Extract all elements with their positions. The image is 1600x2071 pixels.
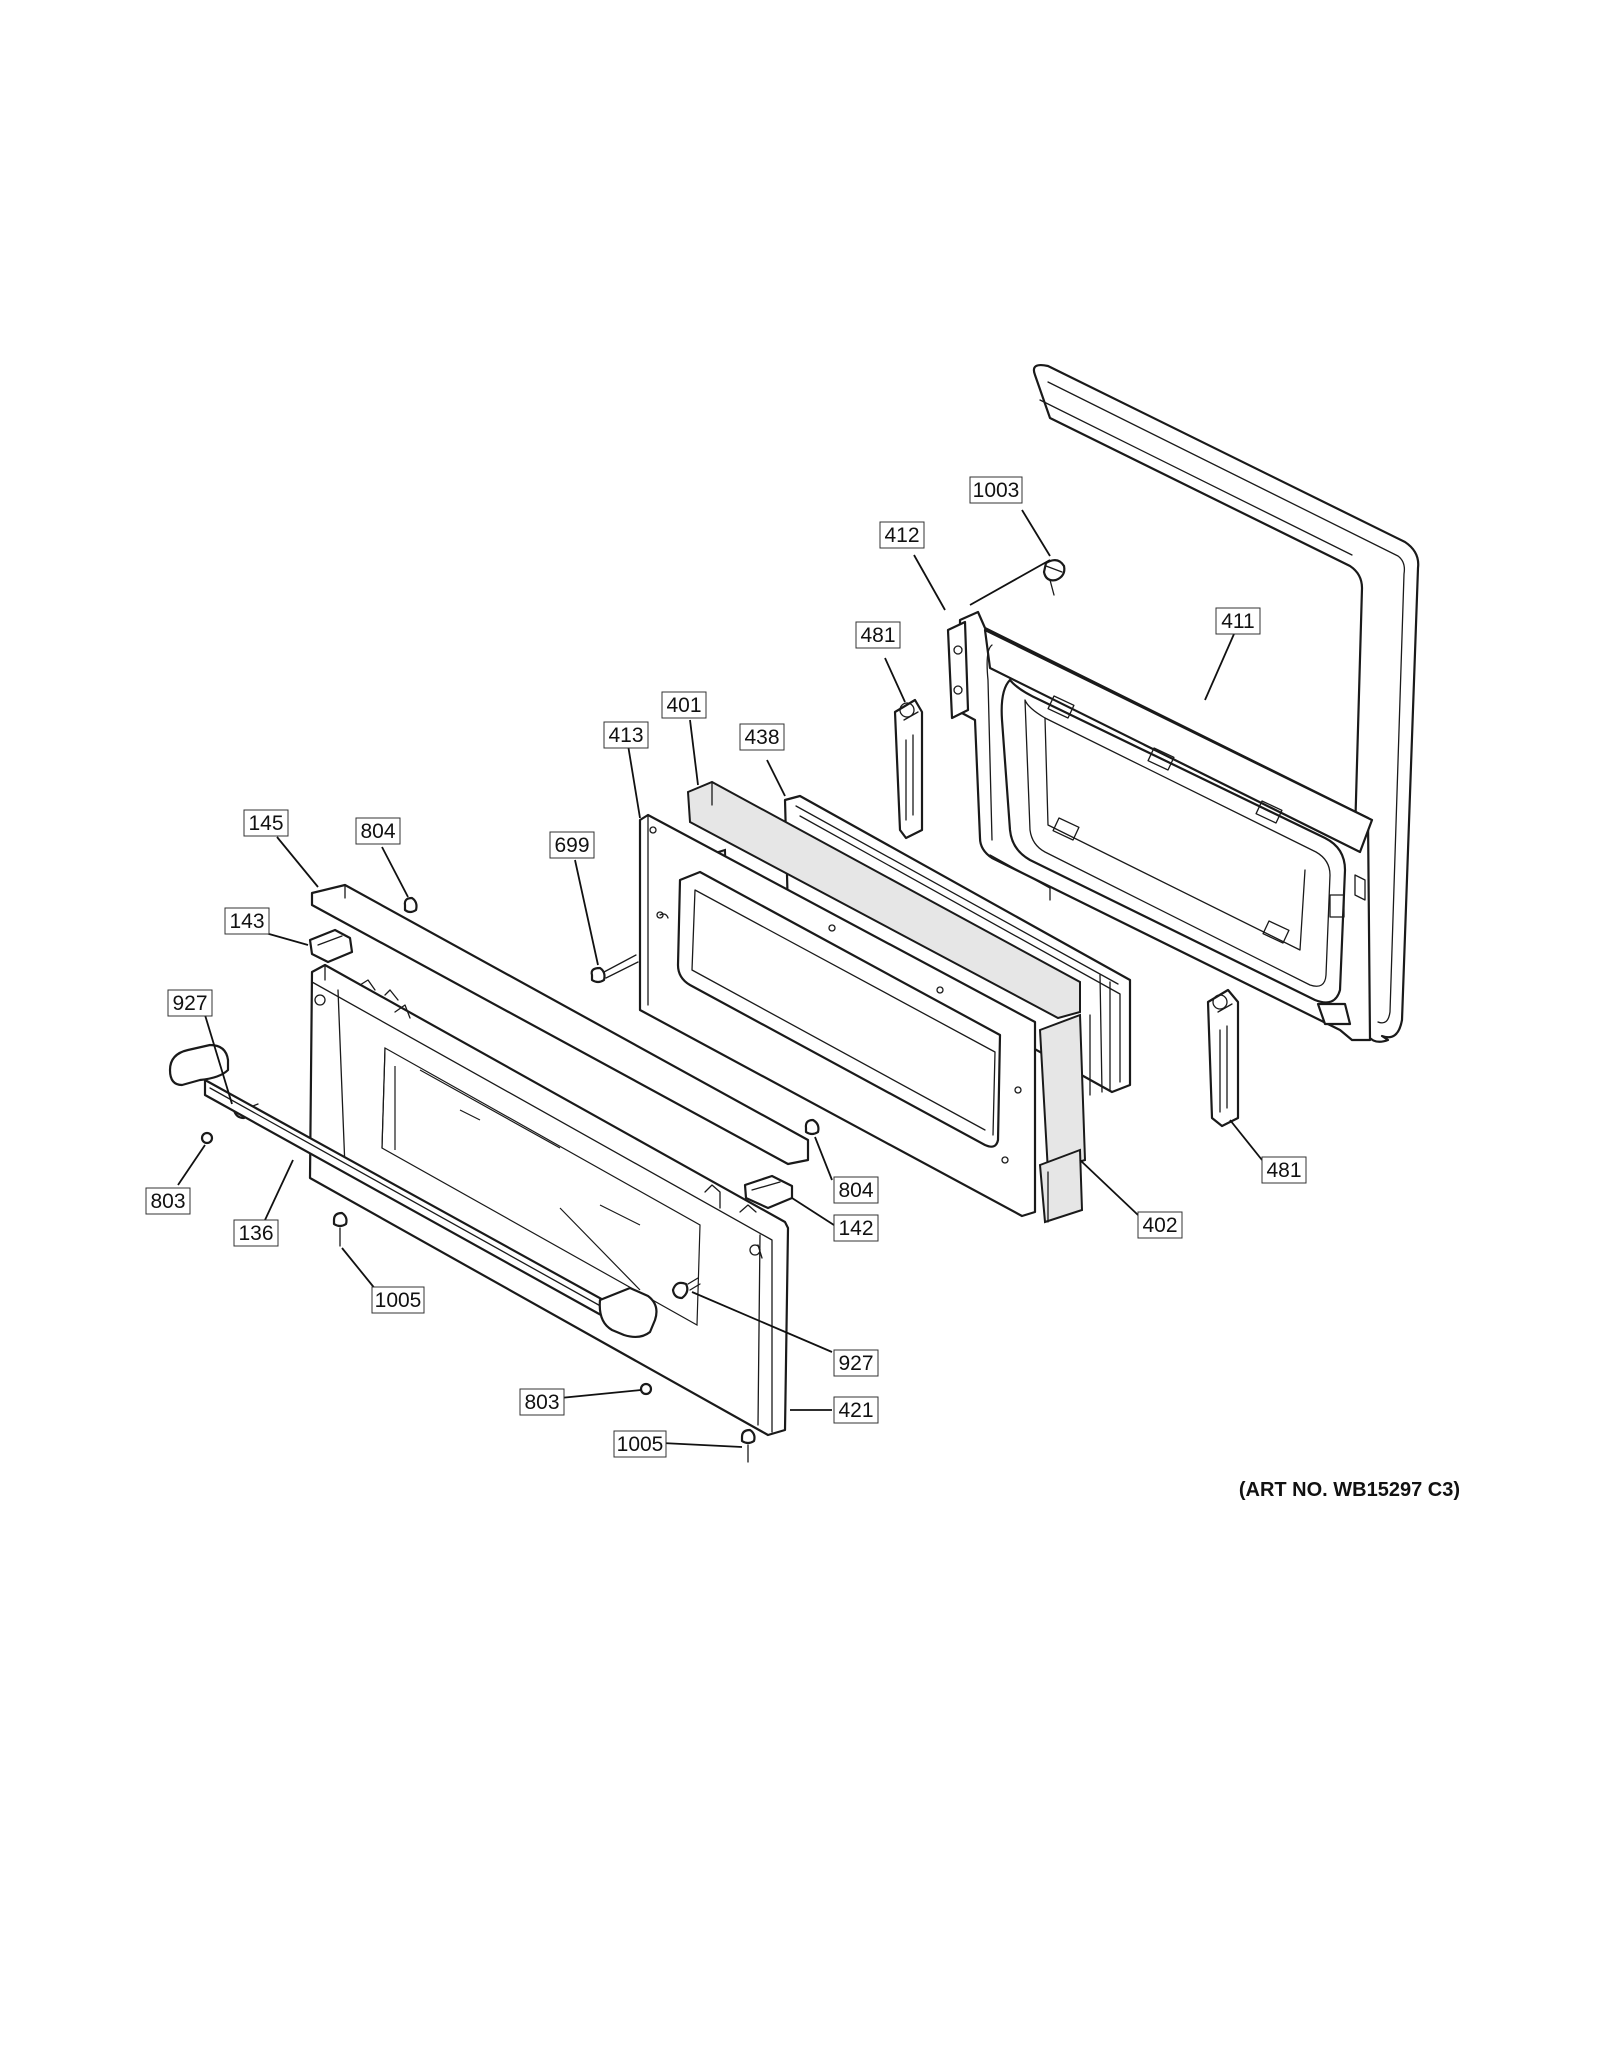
- part-411-door-gasket: [1032, 363, 1420, 1043]
- svg-text:142: 142: [838, 1217, 873, 1240]
- leader-lines: [177, 509, 1263, 1448]
- part-1003-screw: [1042, 559, 1066, 596]
- svg-text:411: 411: [1221, 610, 1254, 633]
- part-1005-screw-left: [332, 1211, 348, 1247]
- callout-927-upper: 927: [167, 989, 213, 1017]
- part-1005-screw-right: [740, 1428, 756, 1463]
- callout-145: 145: [243, 809, 289, 837]
- callout-401: 401: [661, 691, 707, 719]
- svg-text:145: 145: [248, 812, 283, 835]
- callout-1005-left: 1005: [371, 1286, 425, 1314]
- svg-text:804: 804: [838, 1179, 873, 1202]
- svg-text:143: 143: [229, 910, 264, 933]
- svg-text:1003: 1003: [973, 479, 1020, 502]
- svg-text:927: 927: [838, 1352, 873, 1375]
- part-136-handle: [168, 1043, 658, 1339]
- svg-text:1005: 1005: [617, 1433, 664, 1456]
- svg-text:412: 412: [884, 524, 919, 547]
- callout-413: 413: [603, 721, 649, 749]
- svg-text:402: 402: [1142, 1214, 1177, 1237]
- svg-text:699: 699: [554, 834, 589, 857]
- callout-412: 412: [879, 521, 925, 549]
- callout-803-left: 803: [145, 1187, 191, 1215]
- svg-text:803: 803: [150, 1190, 185, 1213]
- svg-text:421: 421: [838, 1399, 873, 1422]
- part-413-inner-panel: [638, 813, 1037, 1218]
- svg-text:481: 481: [1266, 1159, 1301, 1182]
- callout-1003: 1003: [969, 476, 1023, 504]
- svg-text:803: 803: [524, 1391, 559, 1414]
- svg-text:438: 438: [744, 726, 779, 749]
- part-804-screw-lower: [804, 1118, 820, 1136]
- part-804-screw-upper: [403, 896, 418, 914]
- art-number-label: (ART NO. WB15297 C3): [1238, 1479, 1460, 1501]
- part-421-outer-door: [308, 963, 790, 1437]
- svg-text:413: 413: [608, 724, 643, 747]
- callout-142: 142: [833, 1214, 879, 1242]
- svg-text:136: 136: [238, 1222, 273, 1245]
- callout-143: 143: [224, 907, 270, 935]
- callout-136: 136: [233, 1219, 279, 1247]
- part-481-hinge-lower: [1206, 988, 1240, 1128]
- callout-411: 411: [1215, 607, 1261, 635]
- callout-804-lower: 804: [833, 1176, 879, 1204]
- callout-402: 402: [1137, 1211, 1183, 1239]
- callout-804-upper: 804: [355, 817, 401, 845]
- callout-481-lower: 481: [1261, 1156, 1307, 1184]
- callout-438: 438: [739, 723, 785, 751]
- svg-text:1005: 1005: [375, 1289, 422, 1312]
- part-927-screw-lower: [671, 1277, 701, 1300]
- callout-481-upper: 481: [855, 621, 901, 649]
- part-481-hinge-upper: [893, 698, 924, 840]
- part-803-plug-right: [639, 1382, 653, 1396]
- callout-421: 421: [833, 1396, 879, 1424]
- svg-text:481: 481: [860, 624, 895, 647]
- callout-1005-right: 1005: [613, 1430, 667, 1458]
- part-145-vent-trim: [310, 883, 810, 1166]
- svg-text:927: 927: [172, 992, 207, 1015]
- callout-927-lower: 927: [833, 1349, 879, 1377]
- part-412-door-liner: [946, 610, 1374, 1042]
- callout-699: 699: [549, 831, 595, 859]
- svg-text:804: 804: [360, 820, 395, 843]
- callout-803-right: 803: [519, 1388, 565, 1416]
- part-402-insulation-side: [1038, 1013, 1087, 1224]
- part-699-screw: [590, 954, 639, 984]
- part-803-plug-left: [200, 1131, 214, 1145]
- svg-text:401: 401: [666, 694, 701, 717]
- part-143-clip: [308, 928, 354, 964]
